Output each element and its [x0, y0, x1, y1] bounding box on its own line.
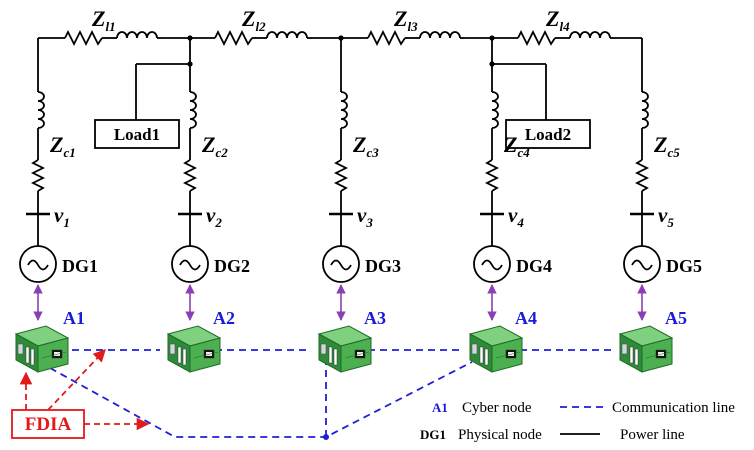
- line-impedance-label-2: Zl2: [241, 6, 266, 34]
- line-impedance-3: [367, 29, 465, 47]
- ac-source-icon: [171, 245, 209, 283]
- dg-label-5: DG5: [666, 256, 702, 276]
- voltage-label-5: v5: [658, 203, 674, 230]
- cyber-devices: A1 A2 A3 A4 A5: [15, 308, 687, 373]
- agent-label-2: A2: [213, 308, 235, 328]
- ac-source-icon: [623, 245, 661, 283]
- fdia-attack: FDIA: [11, 349, 150, 439]
- load-box-1: Load1: [94, 119, 180, 149]
- feeder-impedance-label-1: Zc1: [49, 132, 76, 160]
- legend-power-text: Power line: [620, 427, 685, 443]
- line-impedance-2: [214, 29, 312, 47]
- voltage-label-4: v4: [508, 203, 524, 230]
- legend-physical-text: Physical node: [458, 427, 542, 443]
- network-switch-icon: [318, 325, 372, 373]
- agent-label-1: A1: [63, 308, 85, 328]
- comm-junction: [323, 434, 329, 440]
- communication-lines: [49, 349, 612, 438]
- load-label-2: Load2: [525, 125, 571, 144]
- line-impedance-labels: Zl1 Zl2 Zl3 Zl4: [91, 6, 570, 34]
- agent-label-3: A3: [364, 308, 386, 328]
- voltage-label-1: v1: [54, 203, 70, 230]
- dg-label-3: DG3: [365, 256, 401, 276]
- network-switch-icon: [15, 325, 69, 373]
- line-impedance-label-4: Zl4: [545, 6, 570, 34]
- feeder-impedance-label-2: Zc2: [201, 132, 228, 160]
- legend-cyber-text: Cyber node: [462, 400, 532, 416]
- ac-source-icon: [19, 245, 57, 283]
- feeder-impedance-label-4: Zc4: [503, 132, 530, 160]
- line-impedance-4: [517, 29, 615, 47]
- feeder-impedance-label-3: Zc3: [352, 132, 379, 160]
- legend-cyber-symbol: A1: [432, 400, 448, 415]
- network-switch-icon: [167, 325, 221, 373]
- dg-label-4: DG4: [516, 256, 552, 276]
- dg-label-1: DG1: [62, 256, 98, 276]
- ac-source-icon: [322, 245, 360, 283]
- line-impedance-1: [64, 29, 162, 47]
- legend: A1 Cyber node Communication line DG1 Phy…: [420, 400, 735, 443]
- voltage-label-3: v3: [357, 203, 373, 230]
- agent-label-4: A4: [515, 308, 537, 328]
- load-label-1: Load1: [114, 125, 160, 144]
- load-box-2: Load2: [505, 119, 591, 149]
- line-impedance-label-3: Zl3: [393, 6, 418, 34]
- dg-label-2: DG2: [214, 256, 250, 276]
- legend-physical-symbol: DG1: [420, 427, 446, 442]
- agent-label-5: A5: [665, 308, 687, 328]
- network-switch-icon: [619, 325, 673, 373]
- power-network: [38, 29, 642, 120]
- legend-comm-text: Communication line: [612, 400, 735, 416]
- feeder-impedance-label-5: Zc5: [653, 132, 680, 160]
- voltage-label-2: v2: [206, 203, 222, 230]
- fdia-label: FDIA: [25, 414, 72, 435]
- line-impedance-label-1: Zl1: [91, 6, 116, 34]
- ac-source-icon: [473, 245, 511, 283]
- network-switch-icon: [469, 325, 523, 373]
